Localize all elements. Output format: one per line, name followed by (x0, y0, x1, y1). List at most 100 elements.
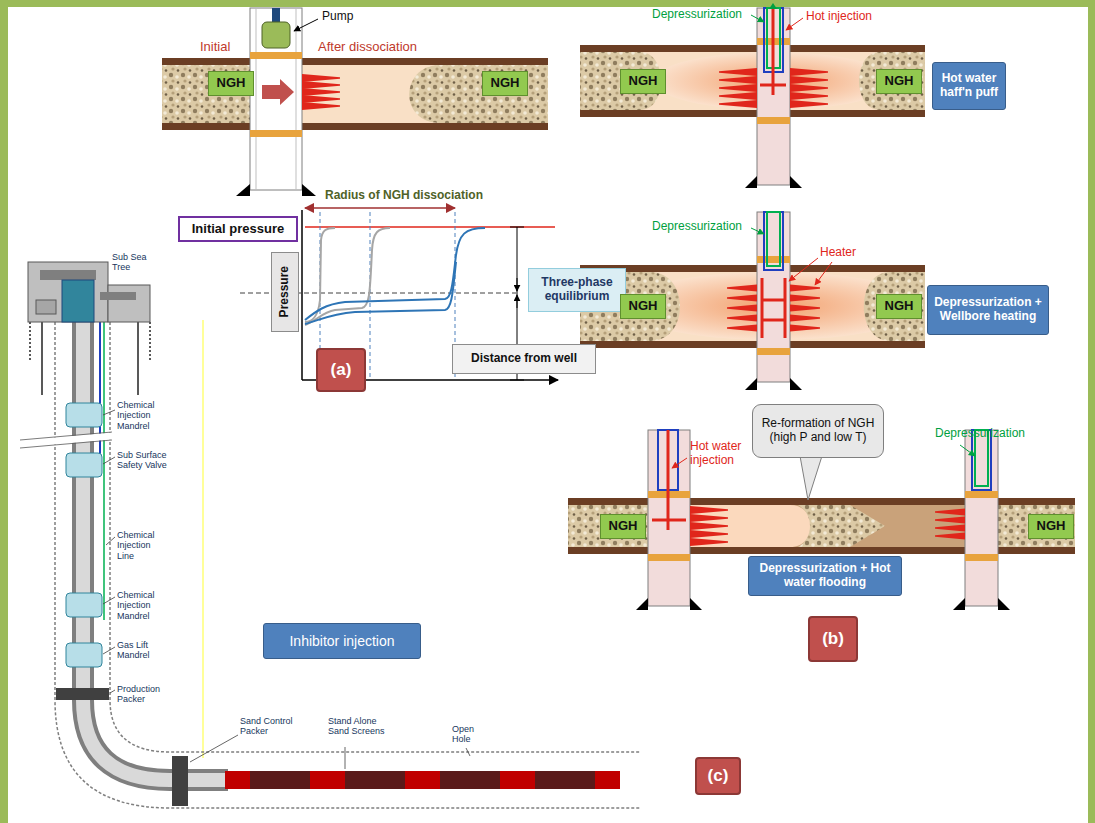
box-text: Three-phase equilibrium (534, 276, 620, 304)
well (294, 19, 318, 31)
method-box: Depressurization + Wellbore heating (927, 285, 1049, 335)
well (760, 8, 786, 95)
well (690, 538, 728, 546)
subsea-tree (36, 300, 56, 314)
well-completion (66, 453, 102, 477)
well (935, 517, 965, 524)
well (727, 285, 757, 292)
formation-layer (798, 505, 885, 547)
formation-layer (162, 58, 548, 130)
part-label: Sand Control Packer (240, 716, 310, 737)
method-box: Inhibitor injection (263, 623, 421, 659)
well (727, 295, 757, 302)
well (262, 22, 290, 48)
well (935, 509, 965, 516)
well (745, 176, 757, 188)
formation-layer (409, 65, 548, 123)
part-label: Stand Alone Sand Screens (328, 716, 392, 737)
hydrate-zone-box: NGH (482, 71, 528, 96)
white-panel (8, 7, 1088, 823)
well-completion (535, 771, 595, 789)
well (719, 3, 828, 188)
leader-line (103, 457, 115, 464)
well-completion (56, 688, 109, 700)
part-label: Sub Sea Tree (112, 252, 150, 273)
part-label: Open Hole (452, 724, 484, 745)
well (727, 305, 757, 312)
well (789, 258, 818, 281)
box-text: Inhibitor injection (289, 633, 394, 649)
formation-layer (568, 498, 1075, 554)
well (727, 212, 832, 390)
box-text: Depressurization + Hot water flooding (754, 562, 896, 590)
box-text: (a) (331, 360, 352, 380)
pressure-chart (517, 278, 518, 291)
subsea-tree (28, 262, 150, 322)
box-text: NGH (629, 299, 658, 314)
pressure-chart (517, 295, 518, 308)
subsea-tree (40, 270, 96, 280)
well-completion (110, 322, 640, 752)
well (757, 212, 790, 382)
formation-layer (580, 265, 925, 348)
well (757, 256, 790, 263)
well (935, 430, 1010, 610)
well (769, 3, 777, 9)
subsea-tree (62, 280, 94, 322)
axis-label-box: Pressure (271, 252, 299, 332)
well (719, 76, 757, 84)
hydrate-zone-box: NGH (620, 294, 666, 319)
well-completion (83, 322, 228, 780)
well (672, 458, 687, 468)
state-label: Initial (200, 40, 230, 55)
well (690, 530, 728, 538)
box-text: (b) (822, 629, 844, 649)
dimension-label: Radius of NGH dissociation (325, 189, 483, 203)
box-text: NGH (1037, 519, 1066, 534)
well (302, 81, 340, 89)
well (757, 117, 790, 124)
process-label: Hot injection (806, 10, 872, 24)
formation-layer (580, 265, 925, 348)
box-text: (c) (708, 766, 729, 786)
well (236, 184, 250, 196)
well (719, 100, 757, 108)
well (302, 88, 340, 96)
well (757, 348, 790, 355)
leader-line (466, 748, 470, 756)
well (302, 102, 340, 110)
process-label: Depressurization (652, 8, 742, 22)
well (815, 262, 832, 285)
axis-label-box: Initial pressure (178, 216, 298, 242)
leader-line (110, 690, 115, 693)
well-completion (66, 643, 102, 667)
well (250, 130, 302, 137)
well (302, 184, 316, 196)
well (790, 285, 820, 292)
leader-line (103, 410, 115, 415)
well-completion (66, 403, 102, 427)
part-label: Heater (820, 246, 856, 260)
hydrate-zone-box: NGH (1028, 514, 1074, 539)
formation-layer (864, 272, 925, 341)
formation-layer (568, 505, 1075, 547)
pressure-chart (305, 207, 455, 209)
well (250, 52, 302, 59)
well (719, 92, 757, 100)
well (751, 228, 764, 234)
well-completion (225, 771, 620, 789)
box-text: Initial pressure (192, 222, 284, 237)
well (727, 315, 757, 322)
formation-layer (580, 52, 925, 110)
well (790, 92, 828, 100)
method-box: Depressurization + Hot water flooding (748, 556, 902, 596)
process-label: Depressurization (652, 220, 742, 234)
box-text: Distance from well (471, 352, 577, 366)
box-text: NGH (629, 74, 658, 89)
process-label: Hot water injection (690, 440, 752, 468)
well-completion (83, 322, 228, 780)
well (236, 8, 340, 196)
well (719, 84, 757, 92)
